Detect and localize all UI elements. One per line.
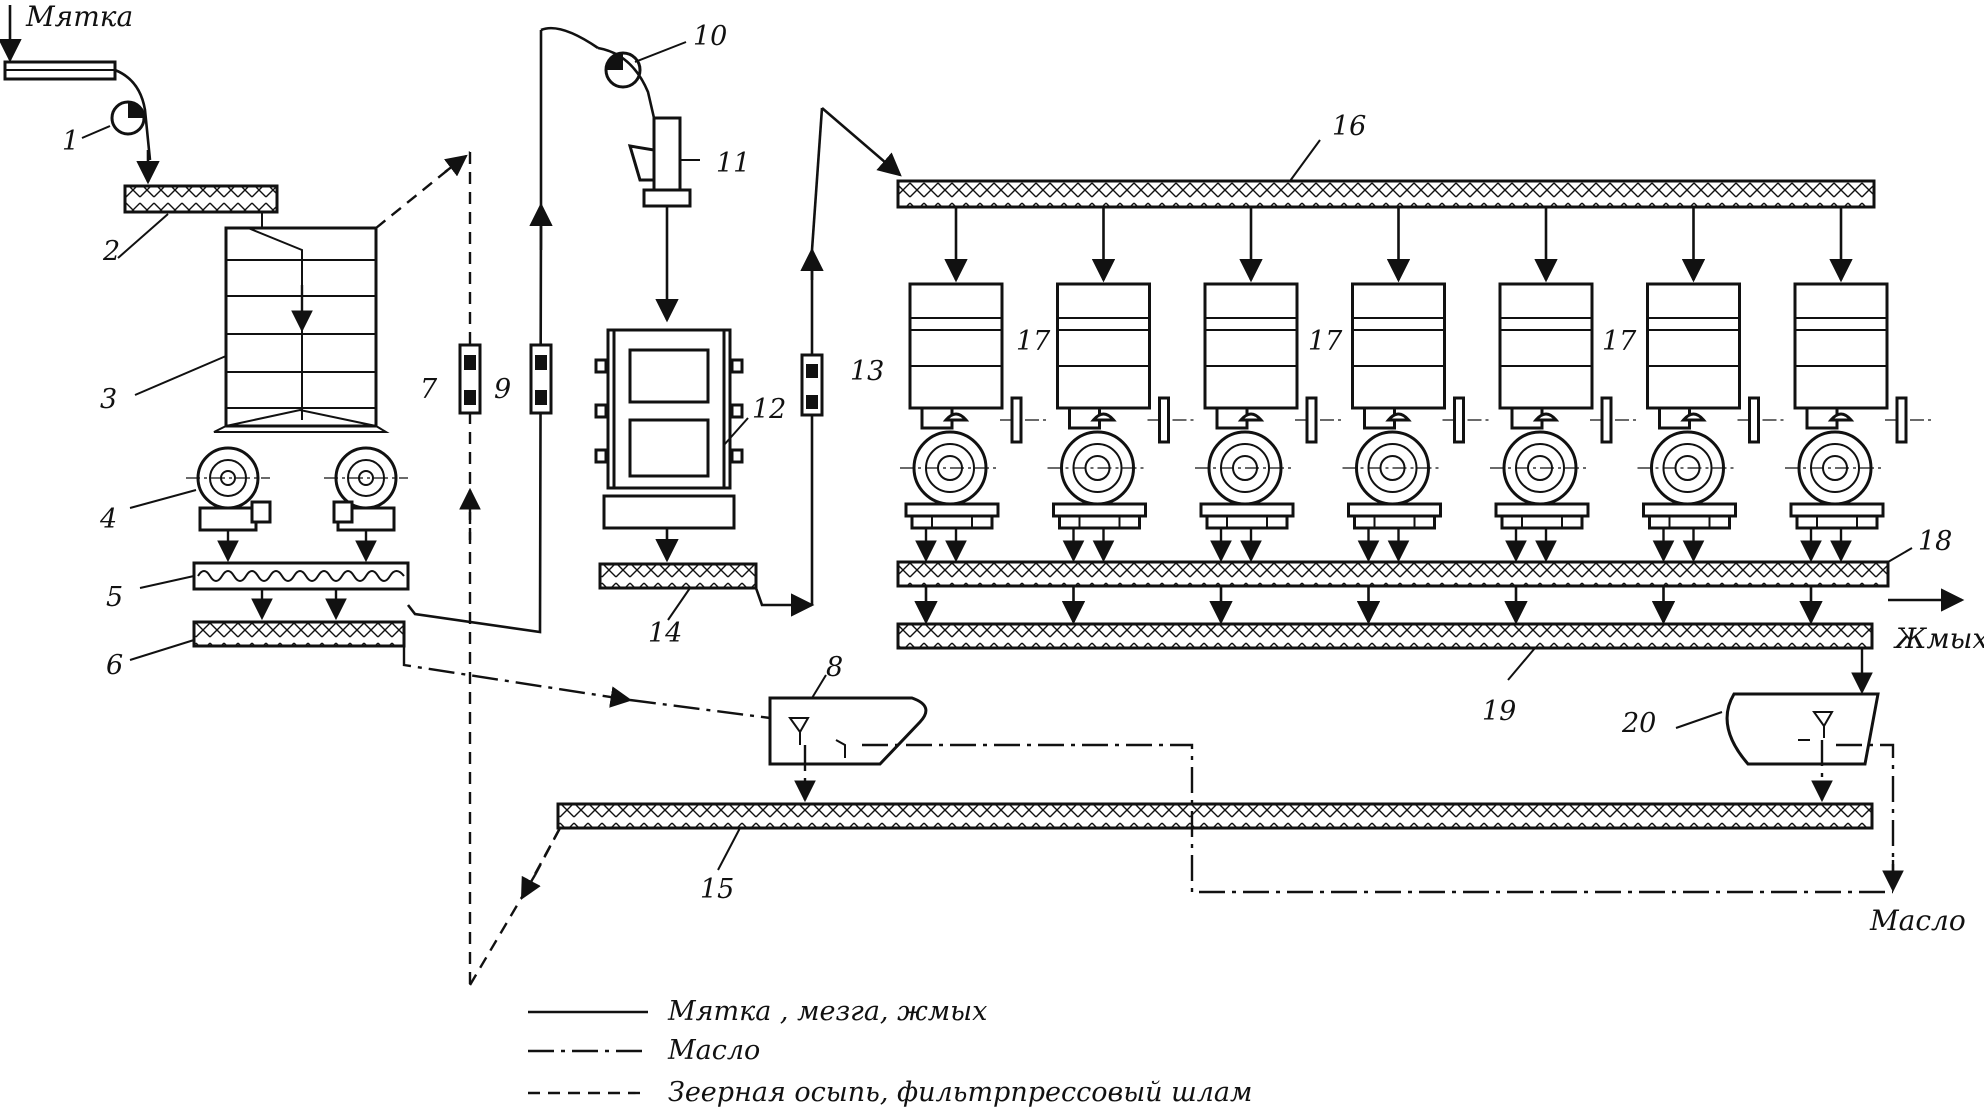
input-label: Мятка [25, 0, 133, 33]
label-6: 6 [106, 650, 123, 681]
label-1: 1 [62, 126, 79, 157]
legend-text-2: Масло [667, 1035, 760, 1066]
label-14: 14 [648, 618, 682, 649]
label-13: 13 [850, 356, 884, 387]
separator-9 [529, 343, 553, 415]
apparatus-11 [627, 116, 700, 323]
label-18: 18 [1918, 526, 1952, 557]
separator-13 [800, 353, 824, 417]
roaster-3 [213, 212, 390, 433]
label-20: 20 [1621, 708, 1656, 739]
press-row [900, 207, 1931, 625]
label-2: 2 [102, 236, 120, 267]
label-10: 10 [693, 21, 727, 52]
label-5: 5 [106, 582, 123, 613]
conveyor-15 [558, 804, 1872, 828]
label-15: 15 [700, 874, 734, 905]
conveyor-14 [600, 564, 756, 588]
press-17-1 [900, 207, 1046, 625]
press-17-3 [1195, 207, 1341, 625]
label-12: 12 [752, 394, 786, 425]
conveyor-19 [898, 624, 1872, 648]
legend: Мятка , мезга, жмых Масло Зеерная осыпь,… [528, 996, 1252, 1108]
legend-text-1: Мятка , мезга, жмых [667, 996, 987, 1027]
label-16: 16 [1332, 111, 1366, 142]
cake-output-label: Жмых [1893, 622, 1984, 655]
conveyor-16 [898, 181, 1874, 207]
label-7: 7 [420, 374, 438, 405]
sludge-return-line [375, 151, 562, 986]
label-11: 11 [716, 148, 750, 179]
label-19: 19 [1482, 696, 1516, 727]
press-17-5 [1490, 207, 1636, 625]
label-4: 4 [99, 504, 117, 535]
label-17a: 17 [1016, 326, 1051, 357]
prepress-4-left [186, 446, 272, 532]
oil-output-label: Масло [1869, 904, 1966, 937]
apparatus-12 [594, 328, 744, 563]
label-17c: 17 [1602, 326, 1637, 357]
oil-tank-20 [1725, 648, 1880, 803]
oil-tank-8 [768, 696, 928, 803]
separator-7 [458, 343, 482, 415]
press-17-6 [1637, 207, 1784, 625]
press-17-4 [1342, 207, 1489, 625]
legend-text-3: Зеерная осыпь, фильтрпрессовый шлам [668, 1077, 1252, 1108]
label-8: 8 [826, 652, 843, 683]
label-3: 3 [100, 384, 117, 415]
feeder-10 [597, 41, 687, 119]
press-17-2 [1047, 207, 1194, 625]
conveyor-18 [898, 562, 1888, 586]
feeder-1 [81, 68, 160, 185]
prepress-4-right [324, 446, 408, 532]
press-17-7 [1785, 207, 1931, 625]
conveyor-6 [194, 622, 404, 646]
label-17b: 17 [1308, 326, 1343, 357]
label-9: 9 [494, 374, 511, 405]
screw-conveyor-5 [192, 561, 410, 591]
